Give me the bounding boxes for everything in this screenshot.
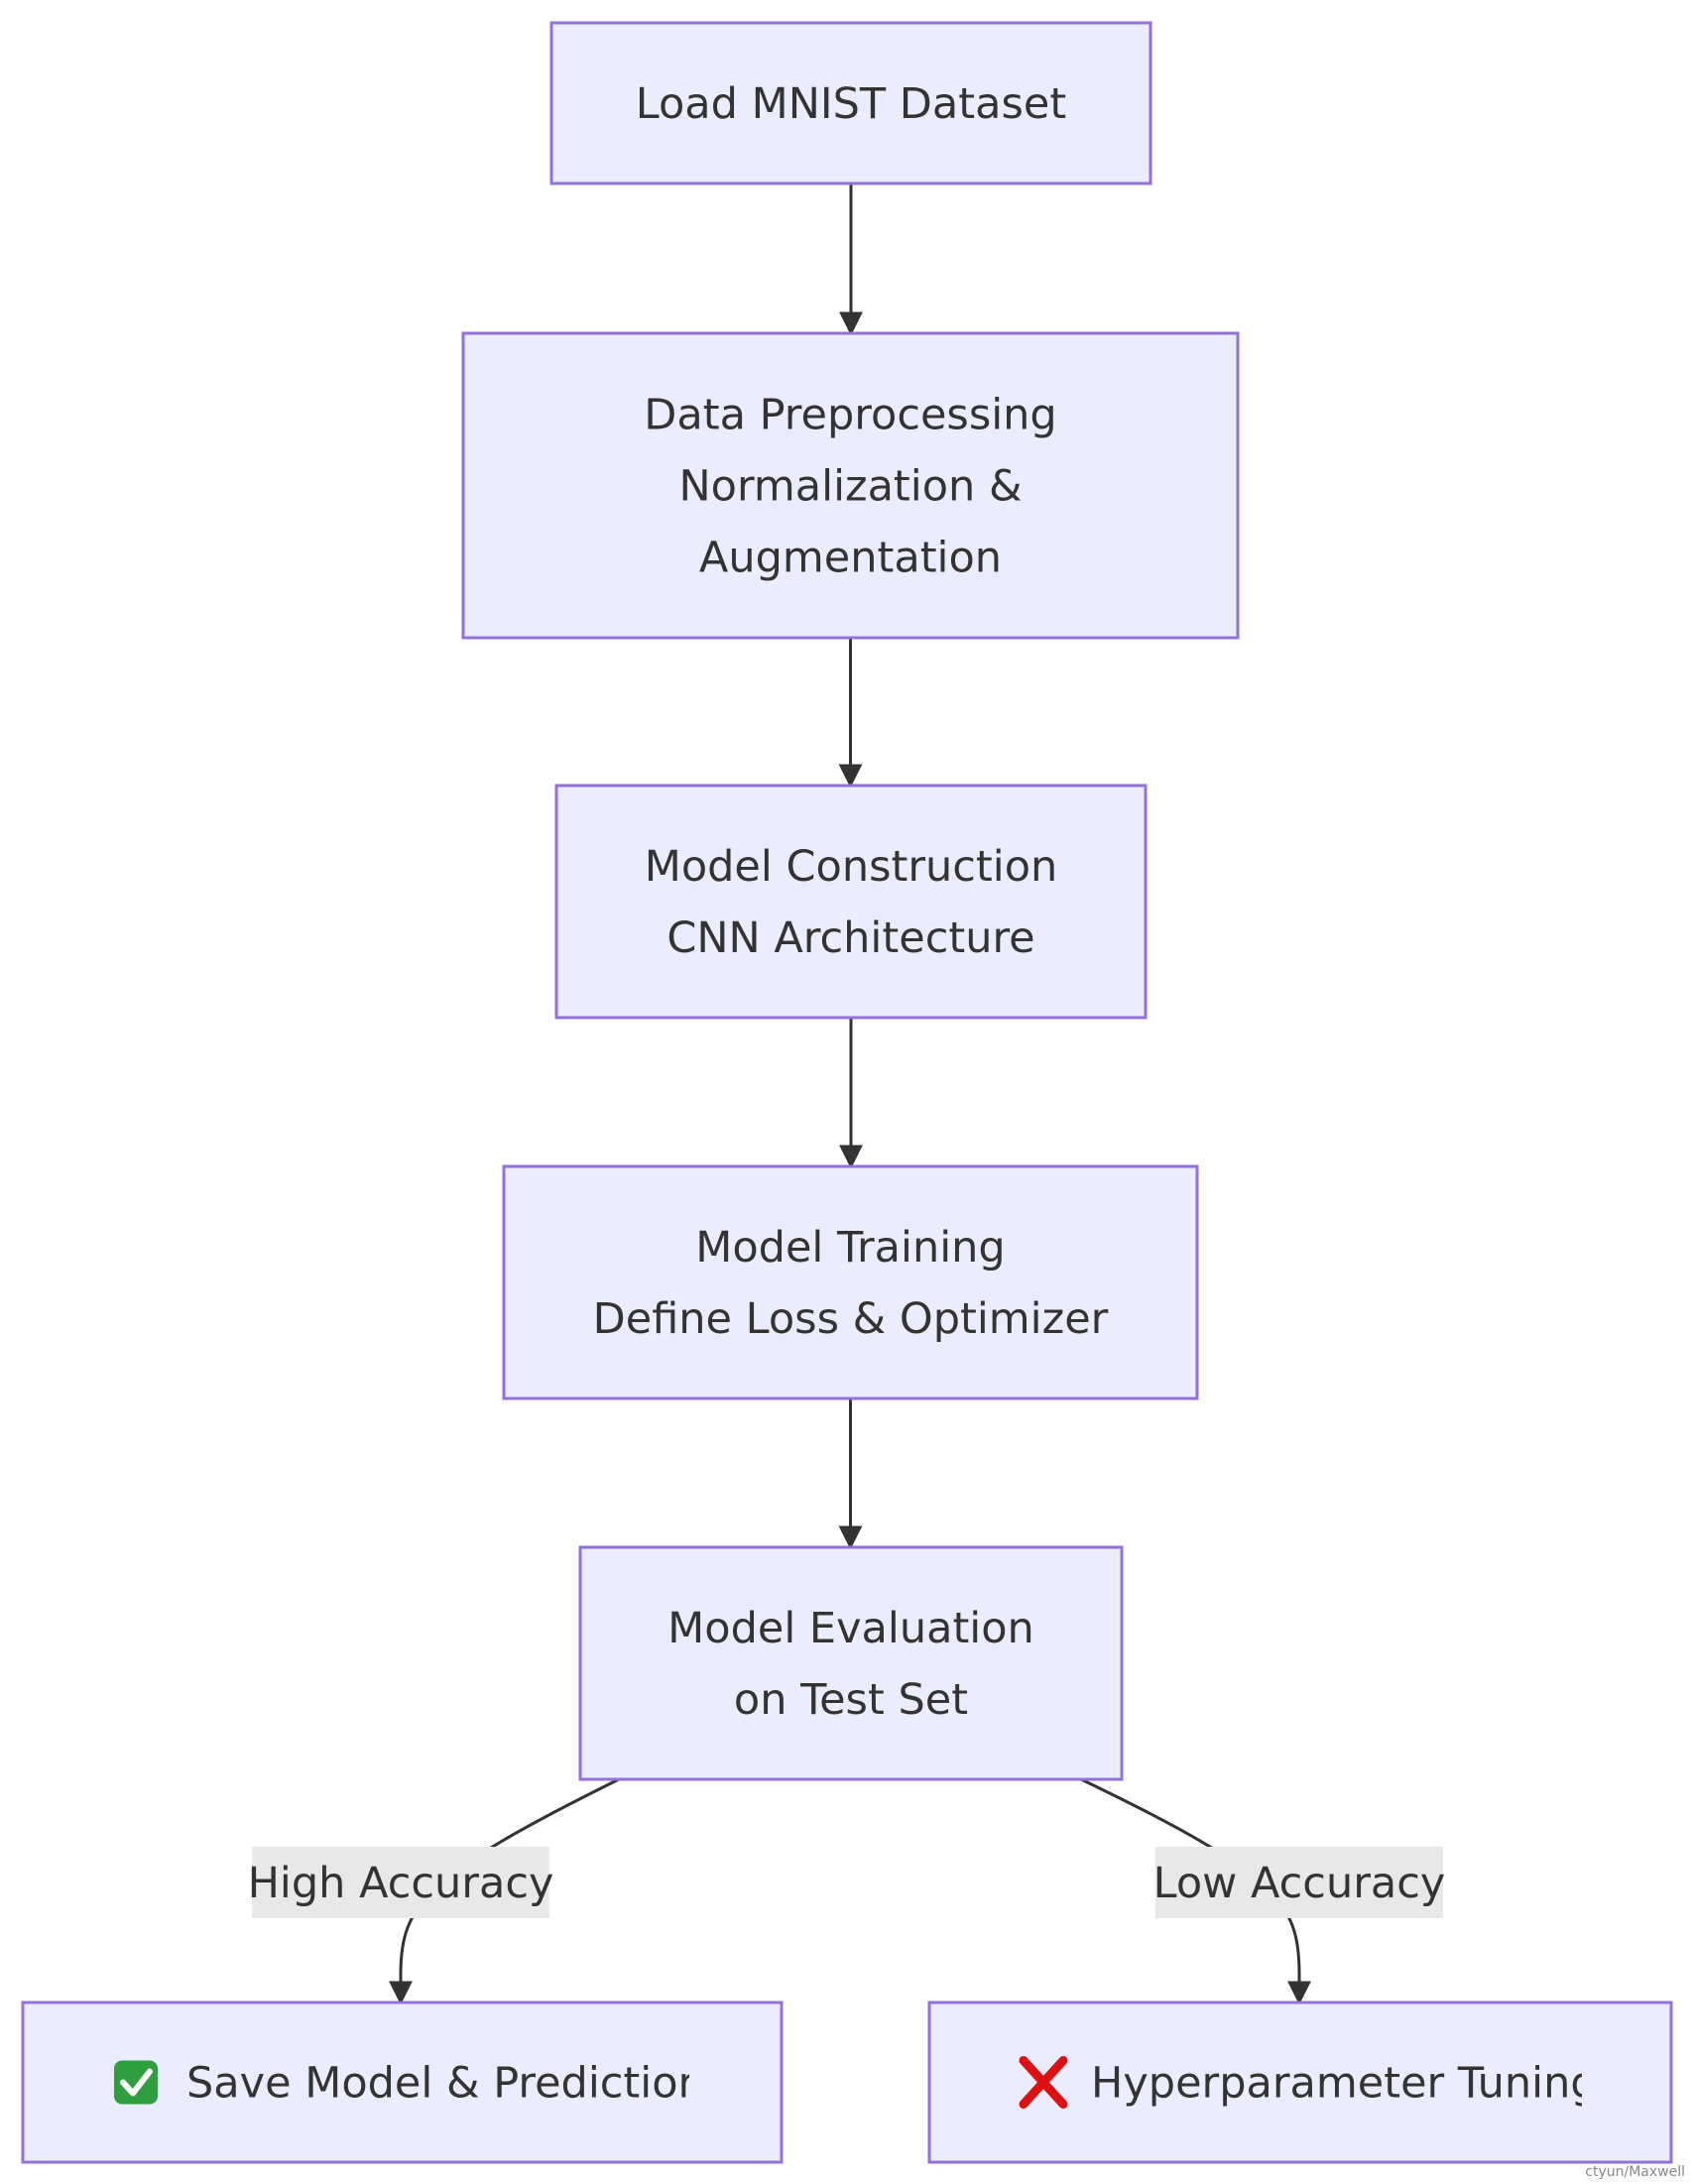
- check-mark-icon: [114, 2060, 158, 2105]
- node-evaluate: Model Evaluation on Test Set: [578, 1545, 1124, 1781]
- node-evaluate-line-1: Model Evaluation: [667, 1604, 1034, 1653]
- node-tune-box: [927, 2001, 1673, 2164]
- node-tune-label: Hyperparameter Tuning: [1091, 2059, 1598, 2109]
- node-load-box: [549, 21, 1152, 185]
- edge-evaluate-to-tune: Low Accuracy: [1080, 1777, 1446, 2005]
- node-evaluate-box: [578, 1545, 1124, 1781]
- node-preprocess-line-2: Normalization &: [678, 462, 1022, 512]
- node-preprocess-line-3: Augmentation: [699, 534, 1002, 583]
- node-preprocess-box: [461, 331, 1240, 640]
- node-construct-line-2: CNN Architecture: [666, 913, 1034, 963]
- node-preprocess-line-1: Data Preprocessing: [644, 391, 1056, 440]
- node-train-box: [502, 1164, 1199, 1400]
- node-evaluate-line-2: on Test Set: [734, 1675, 968, 1725]
- node-tune: Hyperparameter Tuning: [927, 2001, 1673, 2164]
- edges-layer: High Accuracy Low Accuracy: [248, 183, 1446, 2005]
- edge-label: Low Accuracy: [1153, 1859, 1446, 1908]
- node-save: Save Model & Predictior: [21, 2001, 784, 2164]
- edge-label-background: [1155, 1847, 1443, 1918]
- node-load: Load MNIST Dataset: [549, 21, 1152, 185]
- node-load-line-1: Load MNIST Dataset: [636, 79, 1066, 129]
- cross-mark-icon: [1019, 2056, 1068, 2109]
- edge-label-background: [252, 1847, 549, 1918]
- edge-label: High Accuracy: [248, 1859, 554, 1908]
- watermark: ctyun/Maxwell: [1585, 2164, 1685, 2180]
- node-train-line-1: Model Training: [695, 1223, 1005, 1273]
- node-train-line-2: Define Loss & Optimizer: [593, 1294, 1109, 1344]
- node-construct-line-1: Model Construction: [645, 842, 1058, 892]
- node-save-label: Save Model & Predictior: [186, 2059, 696, 2109]
- edge-evaluate-to-save: High Accuracy: [248, 1777, 620, 2005]
- node-construct-box: [554, 784, 1148, 1020]
